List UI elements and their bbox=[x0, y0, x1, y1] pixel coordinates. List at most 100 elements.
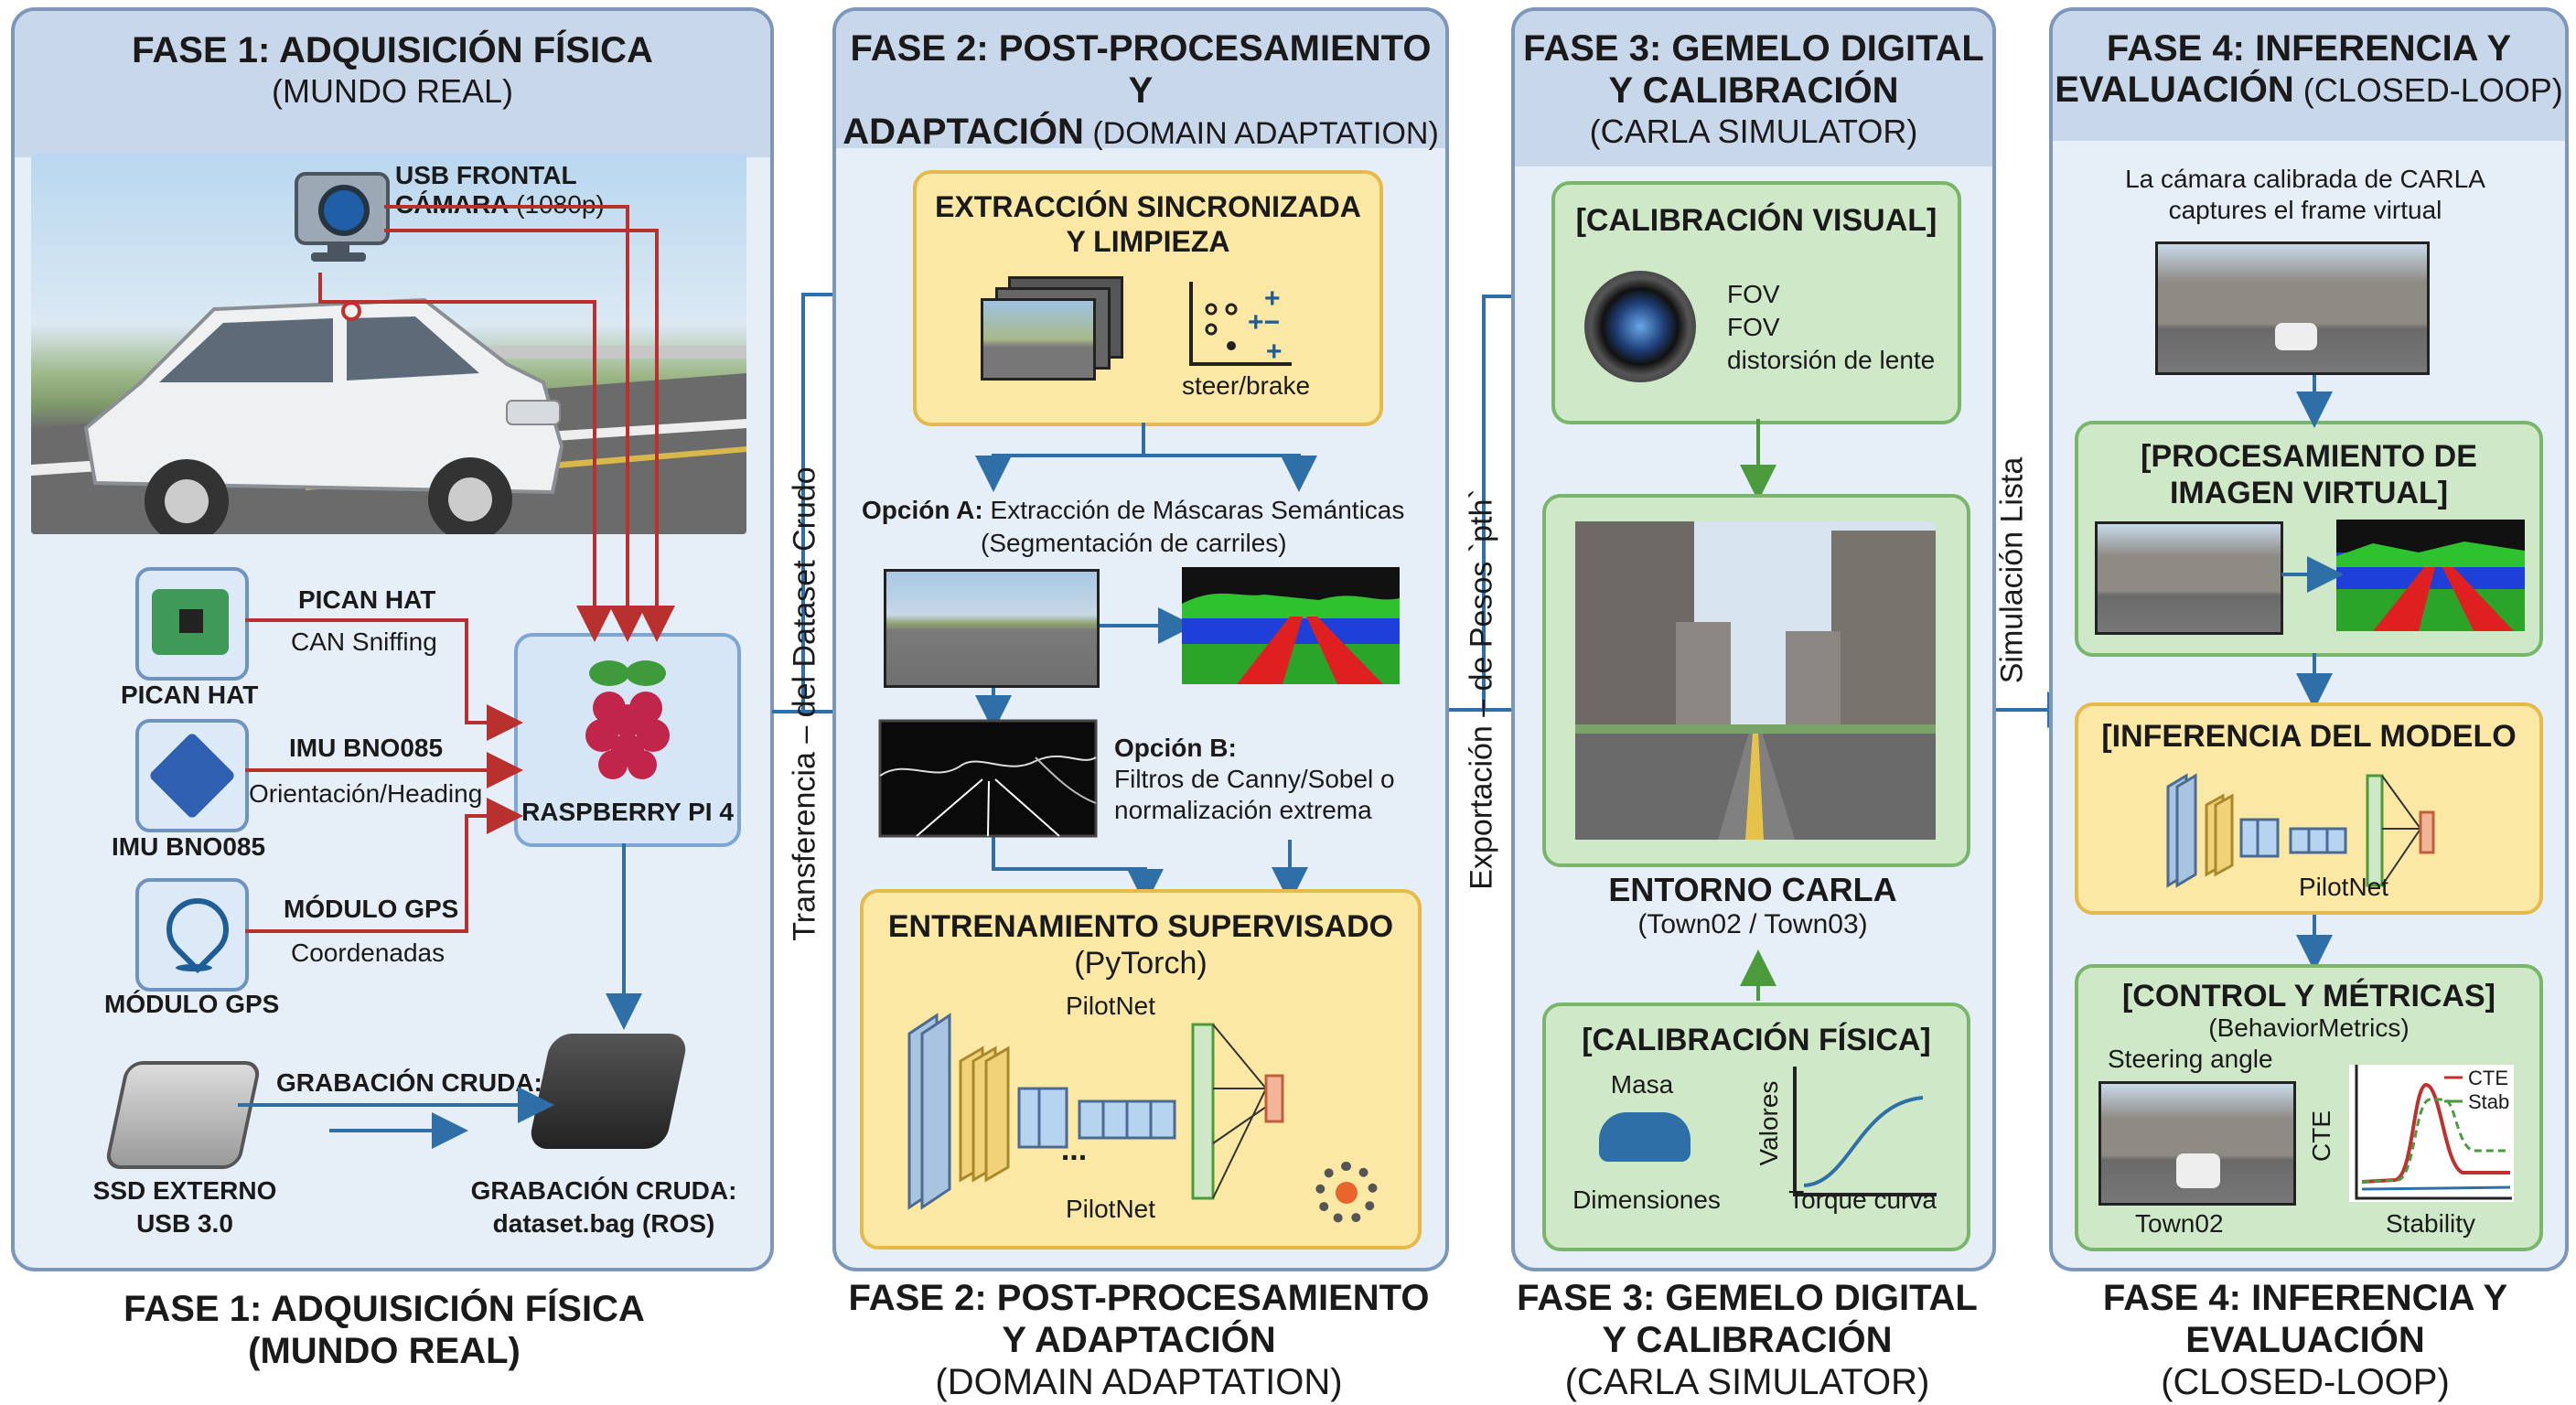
phase1-header: FASE 1: ADQUISICIÓN FÍSICA (MUNDO REAL) bbox=[15, 11, 770, 157]
imu-arrow-title: IMU BNO085 bbox=[289, 734, 444, 762]
mass-label: Masa bbox=[1610, 1070, 1674, 1099]
proc-title-1: [PROCESAMIENTO DE bbox=[2141, 439, 2477, 474]
phase4-title-3: (CLOSED-LOOP) bbox=[2293, 71, 2563, 109]
record-arrow-label: GRABACIÓN CRUDA: bbox=[276, 1068, 542, 1097]
legend-stab: Stab bbox=[2468, 1090, 2510, 1113]
record-label-2: dataset.bag (ROS) bbox=[492, 1209, 715, 1238]
metrics-axis-x: Stability bbox=[2386, 1209, 2476, 1238]
imu-arrow-sub: Orientación/Heading bbox=[249, 779, 483, 808]
control-metrics-panel: [CONTROL Y MÉTRICAS] (BehaviorMetrics) S… bbox=[2075, 964, 2543, 1251]
train-sub: (PyTorch) bbox=[1074, 946, 1208, 981]
phase1-title: FASE 1: ADQUISICIÓN FÍSICA bbox=[132, 30, 653, 70]
gps-arrow-title: MÓDULO GPS bbox=[284, 895, 459, 923]
gps-tile-label: MÓDULO GPS bbox=[104, 990, 280, 1018]
cam-text-2: captures el frame virtual bbox=[2168, 196, 2442, 224]
phase3-title-2: Y CALIBRACIÓN bbox=[1608, 70, 1899, 111]
phase2-title-2: ADAPTACIÓN bbox=[843, 112, 1084, 152]
pilotnet-top-label: PilotNet bbox=[1065, 992, 1156, 1020]
camera-label-3: (1080p) bbox=[509, 190, 605, 219]
fov-1: FOV bbox=[1727, 280, 1780, 308]
optionB-text-2: normalización extrema bbox=[1114, 796, 1372, 824]
phase2-header: FASE 2: POST-PROCESAMIENTO Y ADAPTACIÓN … bbox=[836, 11, 1445, 152]
phase2-title-1: FASE 2: POST-PROCESAMIENTO Y bbox=[850, 28, 1432, 111]
phase3-bottom-title: FASE 3: GEMELO DIGITAL Y CALIBRACIÓN (CA… bbox=[1500, 1277, 1994, 1403]
gps-arrow-sub: Coordenadas bbox=[291, 938, 445, 967]
optionB-text: Filtros de Canny/Sobel o bbox=[1114, 765, 1395, 793]
phase4-title-1: FASE 4: INFERENCIA Y bbox=[2106, 28, 2512, 69]
virtual-processing-panel: [PROCESAMIENTO DE IMAGEN VIRTUAL] bbox=[2075, 421, 2543, 657]
ssd-label-2: USB 3.0 bbox=[136, 1209, 233, 1238]
optionA-bold: Opción A: bbox=[862, 496, 983, 524]
ctrl-sub: (BehaviorMetrics) bbox=[2208, 1014, 2410, 1042]
phase2-bottom-title: FASE 2: POST-PROCESAMIENTO Y ADAPTACIÓN … bbox=[823, 1277, 1454, 1403]
distortion-label: distorsión de lente bbox=[1727, 346, 1936, 374]
camera-label: CÁMARA (1080p) bbox=[395, 190, 605, 220]
town-scene-image bbox=[2098, 1081, 2296, 1206]
visual-calibration-panel: [CALIBRACIÓN VISUAL] FOV FOV distorsión … bbox=[1551, 181, 1961, 424]
raspberry-pi-label: RASPBERRY PI 4 bbox=[521, 798, 734, 826]
extraction-panel: EXTRACCIÓN SINCRONIZADA Y LIMPIEZA + +− … bbox=[913, 170, 1383, 426]
imu-tile-label: IMU BNO085 bbox=[112, 832, 266, 861]
steering-label: Steering angle bbox=[2108, 1045, 2273, 1073]
phys-title: [CALIBRACIÓN FÍSICA] bbox=[1582, 1023, 1931, 1057]
virtual-frame-image bbox=[2155, 241, 2430, 375]
gps-tile bbox=[135, 878, 249, 992]
svg-text:+: + bbox=[1266, 337, 1283, 367]
camera-label-1: USB FRONTAL bbox=[395, 161, 577, 189]
optionA-label: Opción A: Extracción de Máscaras Semánti… bbox=[862, 496, 1404, 525]
car-photo bbox=[31, 154, 746, 534]
pilotnet-diagram bbox=[907, 1013, 1284, 1210]
segmentation-mask bbox=[1182, 567, 1400, 684]
model-inference-panel: [INFERENCIA DEL MODELO PilotNet bbox=[2075, 702, 2543, 915]
svg-text:+−: +− bbox=[1248, 307, 1280, 338]
virtual-segmentation-mask bbox=[2336, 520, 2525, 631]
phase2-title-3: (DOMAIN ADAPTATION) bbox=[1083, 116, 1439, 151]
virtual-input-image bbox=[2095, 521, 2283, 635]
optionA-text: Extracción de Máscaras Semánticas bbox=[982, 496, 1405, 524]
gear-icon bbox=[1315, 1162, 1378, 1224]
phase4-title-2: EVALUACIÓN bbox=[2055, 70, 2294, 110]
pican-tile-label: PICAN HAT bbox=[121, 681, 259, 709]
train-title: ENTRENAMIENTO SUPERVISADO bbox=[887, 909, 1394, 944]
phase1-subtitle: (MUNDO REAL) bbox=[271, 72, 513, 110]
torque-label: Torque curva bbox=[1788, 1185, 1937, 1214]
phase4-bottom-3: (CLOSED-LOOP) bbox=[2161, 1362, 2450, 1402]
phase3-header: FASE 3: GEMELO DIGITAL Y CALIBRACIÓN (CA… bbox=[1515, 11, 1992, 166]
torque-curve-chart bbox=[1793, 1067, 1937, 1196]
raspberry-pi-panel: RASPBERRY PI 4 bbox=[514, 633, 741, 847]
steer-label: steer/brake bbox=[1181, 371, 1311, 400]
infer-model-label: PilotNet bbox=[2298, 873, 2389, 901]
physical-calibration-panel: [CALIBRACIÓN FÍSICA] Masa Dimensiones Va… bbox=[1542, 1003, 1970, 1251]
record-label-1: GRABACIÓN CRUDA: bbox=[470, 1176, 737, 1205]
pican-tile bbox=[135, 567, 249, 681]
metrics-chart bbox=[2349, 1065, 2514, 1202]
inference-network-diagram bbox=[2166, 773, 2435, 888]
phase2-bottom-2: Y ADAPTACIÓN bbox=[1002, 1320, 1276, 1360]
phase1-bottom-2: (MUNDO REAL) bbox=[248, 1331, 521, 1371]
training-panel: ENTRENAMIENTO SUPERVISADO (PyTorch) Pilo… bbox=[860, 889, 1422, 1249]
infer-title: [INFERENCIA DEL MODELO bbox=[2101, 719, 2517, 754]
extract-title-2: Y LIMPIEZA bbox=[1066, 225, 1230, 258]
scatter-icon: + +− + bbox=[1189, 282, 1292, 367]
lens-icon bbox=[1584, 271, 1696, 382]
car-icon bbox=[1599, 1112, 1690, 1162]
edge-filter-image bbox=[878, 719, 1098, 838]
raspberry-icon bbox=[585, 660, 670, 779]
fov-2: FOV bbox=[1727, 313, 1780, 341]
pilotnet-bottom-label: PilotNet bbox=[1065, 1195, 1156, 1223]
frame-stack-icon bbox=[981, 276, 1123, 381]
optionA-text-2: (Segmentación de carriles) bbox=[981, 529, 1287, 557]
optionB-bold: Opción B: bbox=[1114, 734, 1237, 762]
pican-arrow-sub: CAN Sniffing bbox=[291, 627, 437, 656]
ctrl-title: [CONTROL Y MÉTRICAS] bbox=[2121, 979, 2496, 1014]
carla-env-panel bbox=[1542, 494, 1970, 867]
dims-label: Dimensiones bbox=[1572, 1185, 1721, 1214]
phase1-bottom-1: FASE 1: ADQUISICIÓN FÍSICA bbox=[123, 1289, 645, 1329]
pican-arrow-title: PICAN HAT bbox=[298, 585, 436, 614]
legend-cte: CTE bbox=[2468, 1067, 2508, 1089]
carla-env-sub: (Town02 / Town03) bbox=[1637, 909, 1868, 939]
camera-label-2: CÁMARA bbox=[395, 190, 510, 219]
